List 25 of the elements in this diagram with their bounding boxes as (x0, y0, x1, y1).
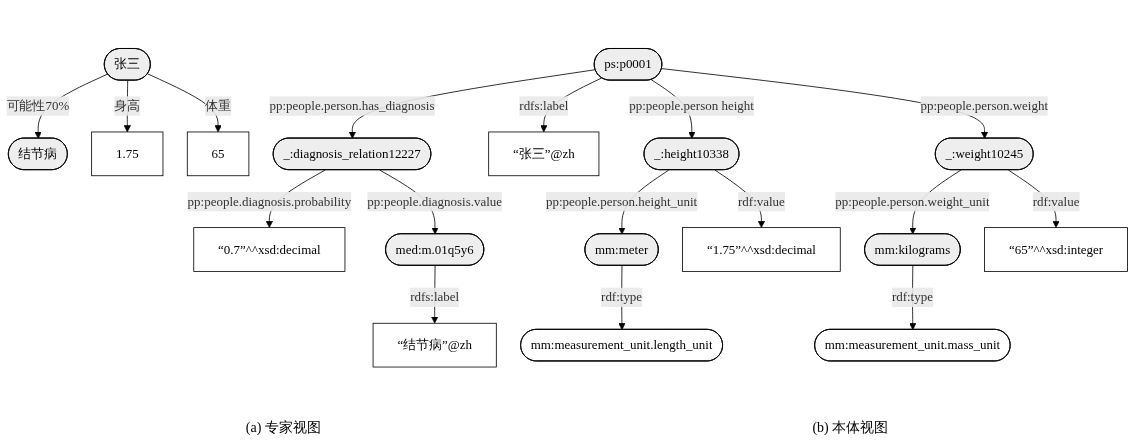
edge-label: 体重 (205, 98, 232, 113)
edge-label: pp:people.person.has_diagnosis (269, 98, 435, 113)
node-box: “1.75”^^xsd:decimal (682, 226, 841, 272)
edge-label: pp:people.person height (629, 98, 754, 113)
figure-caption: (b) 本体视图 (812, 419, 889, 437)
edge-label: rdf:type (891, 289, 933, 304)
edge-label: pp:people.person.weight (920, 98, 1048, 113)
edge-label: pp:people.diagnosis.value (367, 194, 503, 208)
edge-label: 身高 (114, 98, 141, 113)
node-box: “65”^^xsd:integer (984, 226, 1128, 272)
node-box: “张三”@zh (488, 131, 600, 176)
edge-label: rdf:value (738, 194, 785, 208)
edge-label: pp:people.person.weight_unit (835, 194, 990, 208)
node-box: “0.7”^^xsd:decimal (193, 226, 346, 272)
edge-label: rdfs:label (410, 289, 460, 304)
figure-caption: (a) 专家视图 (245, 419, 321, 437)
node-box: 1.75 (91, 131, 164, 176)
edge-label: rdf:type (601, 289, 643, 304)
edge-label: rdf:value (1032, 194, 1080, 208)
edge-label: 可能性70% (6, 98, 70, 113)
edge-label: pp:people.person.height_unit (545, 194, 698, 208)
node-box: 65 (186, 131, 250, 176)
node-box: “结节病”@zh (372, 322, 497, 368)
edge-label: pp:people.diagnosis.probability (187, 194, 352, 208)
edge-label: rdfs:label (519, 98, 569, 113)
